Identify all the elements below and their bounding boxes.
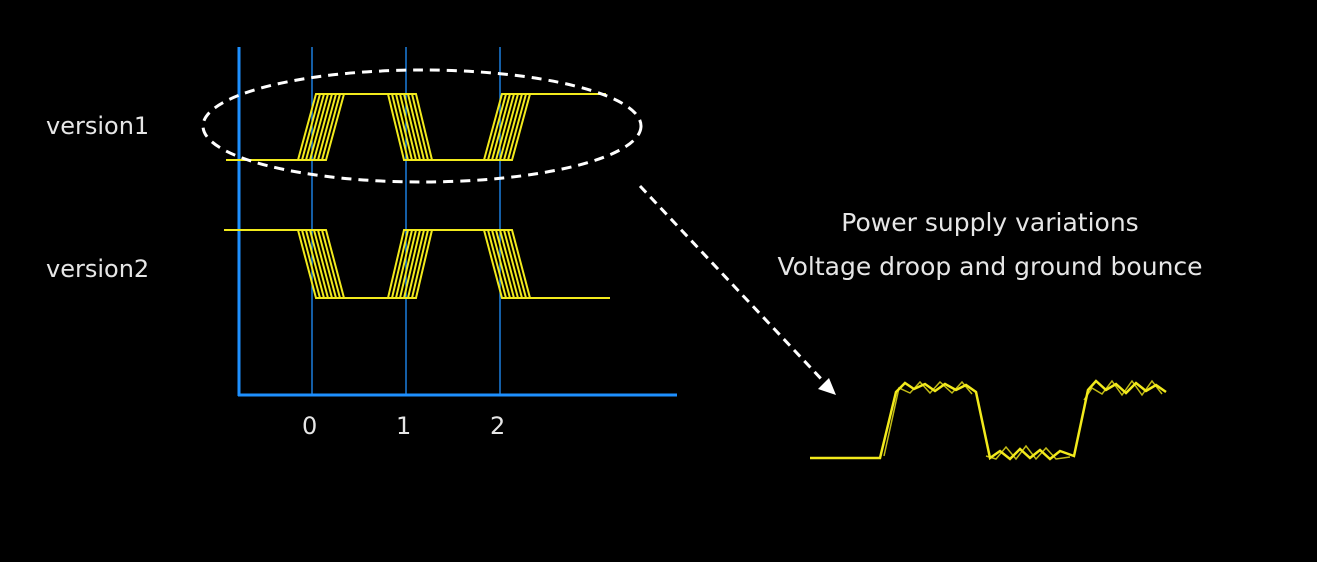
version1-trace [226,93,606,161]
version1-trace [226,93,606,161]
version2-trace [224,229,610,299]
highlight-ellipse [201,68,643,184]
annotation-line-1: Power supply variations [841,208,1139,237]
callout-arrow [638,184,836,395]
noisy-trace [810,379,1167,461]
axes [237,47,677,397]
version1-label: version1 [46,112,150,140]
noisy-waveform [810,379,1167,461]
tick-label-1: 1 [396,412,412,440]
version2-trace [224,229,610,299]
version1-trace [226,93,606,161]
tick-label-0: 0 [302,412,318,440]
arrow-head-icon [818,378,836,395]
version2-trace [224,229,610,299]
version1-trace [226,93,606,161]
version1-waveform [226,93,606,161]
version2-trace [224,229,610,299]
version1-trace [226,93,606,161]
version1-trace [226,93,606,161]
version2-trace [224,229,610,299]
noisy-trace-overlay [883,379,1163,461]
version2-trace [224,229,610,299]
version1-trace [226,93,606,161]
version2-trace [224,229,610,299]
annotation-line-2: Voltage droop and ground bounce [777,252,1203,281]
version1-trace [226,93,606,161]
version2-trace [224,229,610,299]
version2-waveform [224,229,610,299]
tick-label-2: 2 [490,412,506,440]
version2-label: version2 [46,255,150,283]
